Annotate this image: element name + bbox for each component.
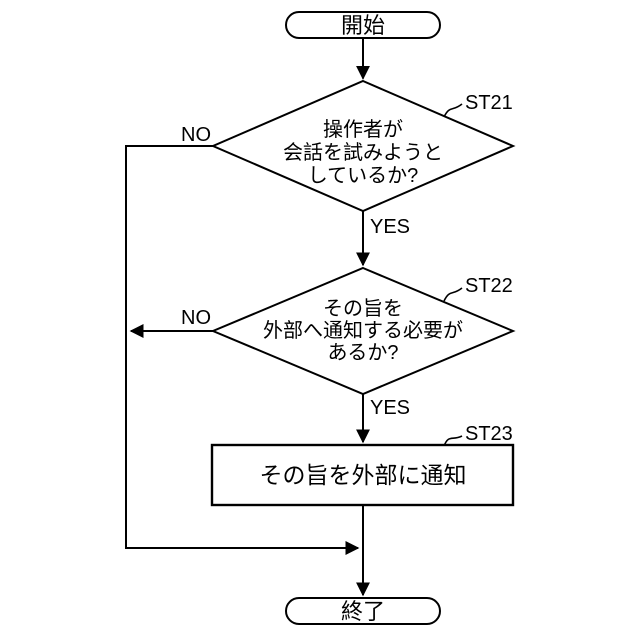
- process1-label: その旨を外部に通知: [260, 462, 467, 488]
- connector-decision1-no-rail: [125, 145, 360, 555]
- decision2-step-id: ST22: [465, 275, 513, 297]
- decision2-text-line1: その旨を: [323, 297, 403, 320]
- decision1-text-line2: 会話を試みようと: [283, 141, 443, 164]
- decision2-text-line3: あるか?: [327, 342, 398, 364]
- decision2-no-label: NO: [181, 307, 211, 329]
- decision1-diamond: [210, 79, 516, 213]
- decision1-yes-label: YES: [370, 216, 410, 238]
- end-terminal: [285, 597, 441, 625]
- start-terminal-label: 開始: [341, 13, 385, 38]
- process1-step-id: ST23: [465, 423, 513, 445]
- decision1-step-id: ST21: [465, 92, 513, 114]
- decision1-text-line3: しているか?: [308, 165, 419, 187]
- leader-line-st21: [443, 103, 463, 118]
- start-terminal: [285, 11, 441, 39]
- end-terminal-label: 終了: [341, 599, 385, 624]
- leader-line-st22: [443, 287, 463, 302]
- decision2-diamond: [210, 266, 516, 396]
- decision1-no-label: NO: [181, 124, 211, 146]
- decision2-yes-label: YES: [370, 397, 410, 419]
- leader-line-st23: [443, 435, 463, 447]
- decision1-text-line1: 操作者が: [323, 118, 403, 141]
- process1-box: [210, 443, 515, 507]
- decision2-text-line2: 外部へ通知する必要が: [263, 319, 463, 342]
